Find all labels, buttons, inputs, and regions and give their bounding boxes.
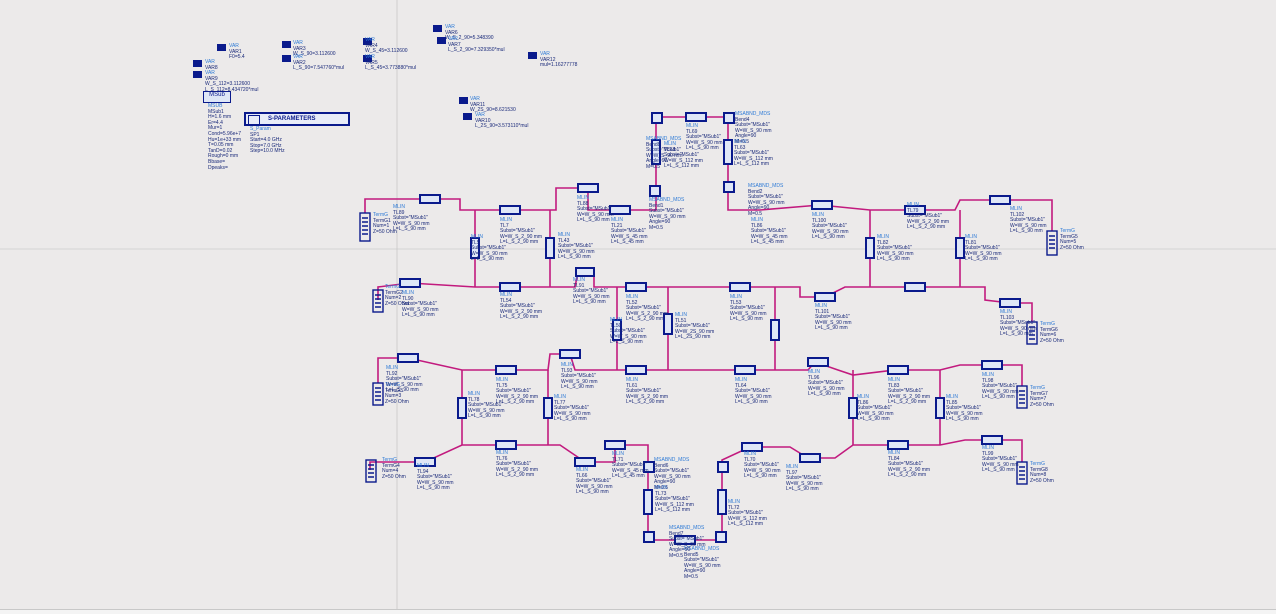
sparameters-block[interactable]: S-PARAMETERS bbox=[244, 112, 350, 126]
msub-tag: MSub bbox=[209, 92, 225, 98]
status-bar bbox=[0, 609, 1276, 614]
msub-block[interactable]: MSub bbox=[203, 91, 231, 103]
sparam-tag: S-PARAMETERS bbox=[268, 116, 316, 122]
components[interactable] bbox=[397, 112, 1021, 545]
var-icons[interactable] bbox=[193, 25, 537, 120]
sparam-icon bbox=[248, 115, 260, 126]
terminations[interactable] bbox=[359, 212, 1058, 485]
